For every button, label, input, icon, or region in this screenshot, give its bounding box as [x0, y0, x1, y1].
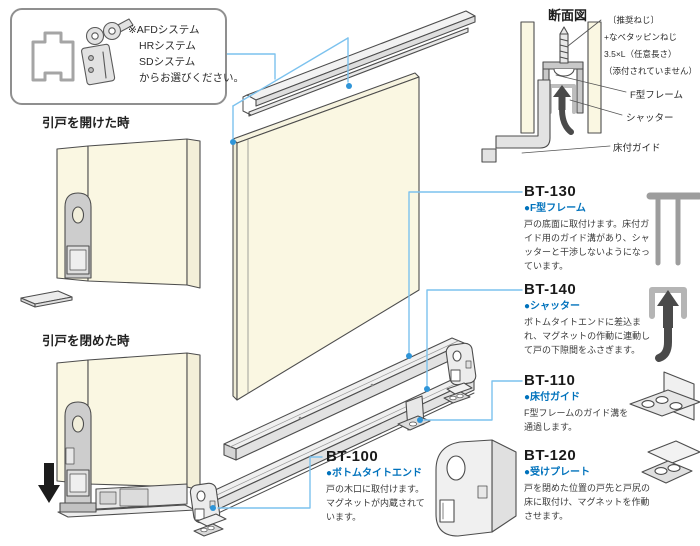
cs-label-floor-guide: 床付ガイド [613, 143, 661, 154]
closed-door-illustration [38, 352, 201, 518]
note-line: SDシステム [139, 56, 196, 68]
callout-bt130: BT-130 ●F型フレーム 戸の底面に取付けます。床付ガイド用のガイド溝があり… [524, 184, 662, 273]
note-line: HRシステム [139, 40, 196, 52]
bottom-tight-end-closed [59, 401, 97, 513]
receiving-plate-icon [641, 440, 700, 484]
leader-lines [217, 37, 523, 509]
part-name: ●ボトムタイトエンド [326, 468, 423, 479]
cs-label-f-frame: F型フレーム [630, 90, 684, 101]
cs-shutter-arrow [548, 84, 576, 135]
floor-rail-closed [57, 483, 196, 518]
floor-plate-open [20, 290, 73, 308]
cs-screw [559, 26, 569, 64]
callout-bt140: BT-140 ●シャッター ボトムタイトエンドに差込まれ、マグネットの作動に連動… [524, 282, 662, 357]
shutter-icon [649, 287, 687, 362]
rail-profile-icon [31, 31, 75, 82]
system-note-text: ※AFDシステム HRシステム SDシステム からお選びください。 [128, 22, 244, 86]
part-description: 戸を閉めた位置の戸先と戸尻の床に取付け、マグネットを作動させます。 [524, 483, 651, 521]
f-frame-profile-icon [646, 192, 700, 266]
part-number: BT-130 [524, 183, 577, 200]
part-number: BT-120 [524, 447, 577, 464]
part-name: ●床付ガイド [524, 392, 581, 403]
part-description: ボトムタイトエンドに差込まれ、マグネットの作動に連動して戸の下隙間をふさぎます。 [524, 317, 651, 355]
screw-note-line: 3.5×L（任意長さ） [604, 49, 677, 59]
part-number: BT-100 [326, 448, 379, 465]
closed-door-label: 引戸を閉めた時 [42, 334, 130, 348]
floor-guide-part [397, 395, 431, 431]
screw-note-line: 〔推奨ねじ〕 [608, 15, 660, 25]
part-number: BT-140 [524, 281, 577, 298]
isometric-diagram [189, 10, 477, 537]
note-line: ※AFDシステム [128, 24, 200, 36]
leader-dots [210, 83, 430, 511]
screw-note-line: （添付されていません） [604, 66, 697, 76]
callout-bt110: BT-110 ●床付ガイド F型フレームのガイド溝を通過します。 [524, 373, 662, 434]
screw-note: 〔推奨ねじ〕 +なべタッピンねじ 3.5×L（任意長さ） （添付されていません） [604, 12, 697, 80]
part-name: ●F型フレーム [524, 203, 586, 214]
sliding-door-panel [232, 72, 420, 401]
cs-label-shutter: シャッター [626, 113, 674, 124]
receiving-plates-left [193, 513, 227, 537]
bottom-tight-end-open [64, 192, 92, 279]
callout-bt120: BT-120 ●受けプレート 戸を閉めた位置の戸先と戸尻の床に取付け、マグネット… [524, 448, 662, 523]
receiving-plates-right [443, 382, 473, 404]
system-note-box [10, 8, 227, 105]
door-hanger-icon [81, 18, 134, 86]
part-description: 戸の底面に取付けます。床付ガイド用のガイド溝があり、シャッターと干渉しないように… [524, 219, 650, 271]
bottom-tight-end-part-left [189, 482, 221, 524]
cs-leader-lines [521, 19, 627, 154]
f-frame-rail [223, 337, 465, 461]
note-line: からお選びください。 [139, 72, 244, 84]
drop-arrow-icon [38, 463, 60, 503]
callout-bt100: BT-100 ●ボトムタイトエンド 戸の木口に取付けます。マグネットが内蔵されて… [326, 449, 436, 524]
cross-section-title: 断面図 [548, 8, 588, 23]
part-name: ●シャッター [524, 301, 581, 312]
open-door-illustration [20, 138, 201, 308]
cs-floor-guide [481, 79, 551, 163]
part-description: F型フレームのガイド溝を通過します。 [524, 408, 629, 432]
bottom-tight-end-icon [435, 439, 517, 537]
bottom-tight-end-part-right [445, 342, 477, 386]
floor-guide-icon [629, 371, 700, 421]
open-door-label: 引戸を開けた時 [42, 116, 130, 130]
part-name: ●受けプレート [524, 467, 591, 478]
screw-note-line: +なべタッピンねじ [604, 32, 677, 42]
cross-section-diagram [481, 19, 627, 163]
part-number: BT-110 [524, 372, 576, 389]
hanging-rail [242, 10, 476, 117]
part-description: 戸の木口に取付けます。マグネットが内蔵されています。 [326, 484, 425, 522]
